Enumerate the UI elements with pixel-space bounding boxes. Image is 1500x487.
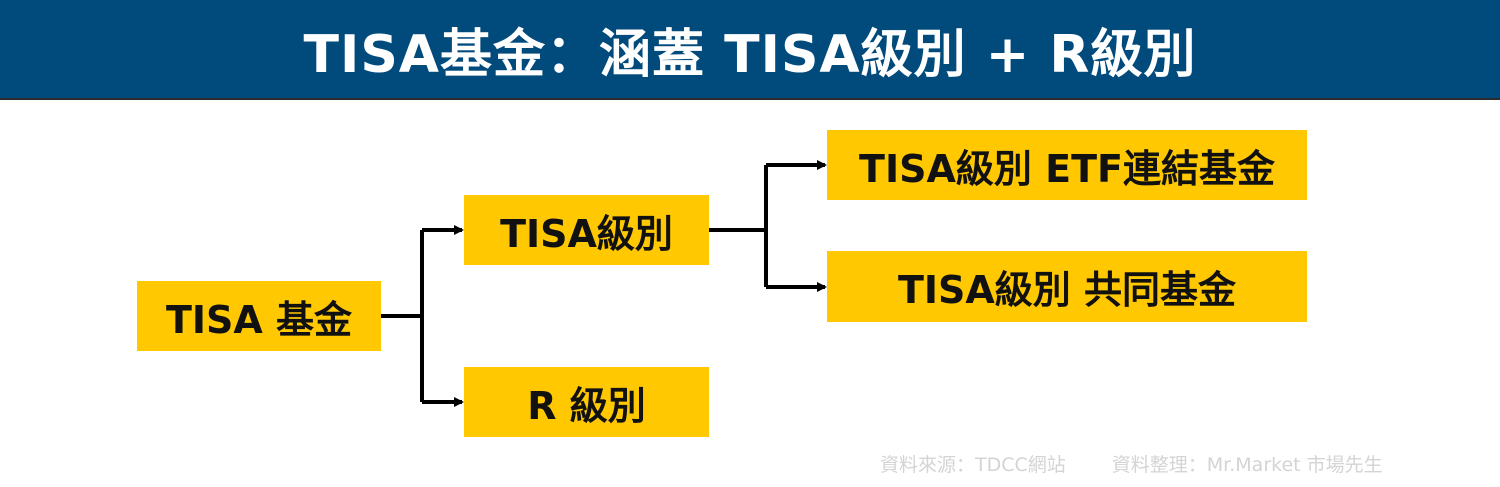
node-tisa-etf-feeder-fund: TISA級別 ETF連結基金	[827, 130, 1307, 200]
source-note: 資料來源：TDCC網站 資料整理：Mr.Market 市場先生	[880, 450, 1383, 477]
title-banner: TISA基金：涵蓋 TISA級別 + R級別	[0, 0, 1500, 100]
node-tisa-fund-label: TISA 基金	[165, 297, 353, 342]
node-tisa-class-label: TISA級別	[500, 211, 673, 256]
node-r-class-label: R 級別	[527, 383, 646, 428]
node-tisa-etf-feeder-fund-label: TISA級別 ETF連結基金	[859, 146, 1275, 191]
node-tisa-mutual-fund: TISA級別 共同基金	[827, 251, 1307, 322]
source-credit: 資料來源：TDCC網站	[880, 454, 1066, 476]
node-tisa-mutual-fund-label: TISA級別 共同基金	[897, 268, 1237, 312]
node-tisa-fund: TISA 基金	[137, 281, 381, 351]
compiler-credit: 資料整理：Mr.Market 市場先生	[1111, 454, 1383, 476]
page-title: TISA基金：涵蓋 TISA級別 + R級別	[303, 24, 1197, 85]
node-r-class: R 級別	[464, 367, 709, 437]
node-tisa-class: TISA級別	[464, 195, 709, 265]
